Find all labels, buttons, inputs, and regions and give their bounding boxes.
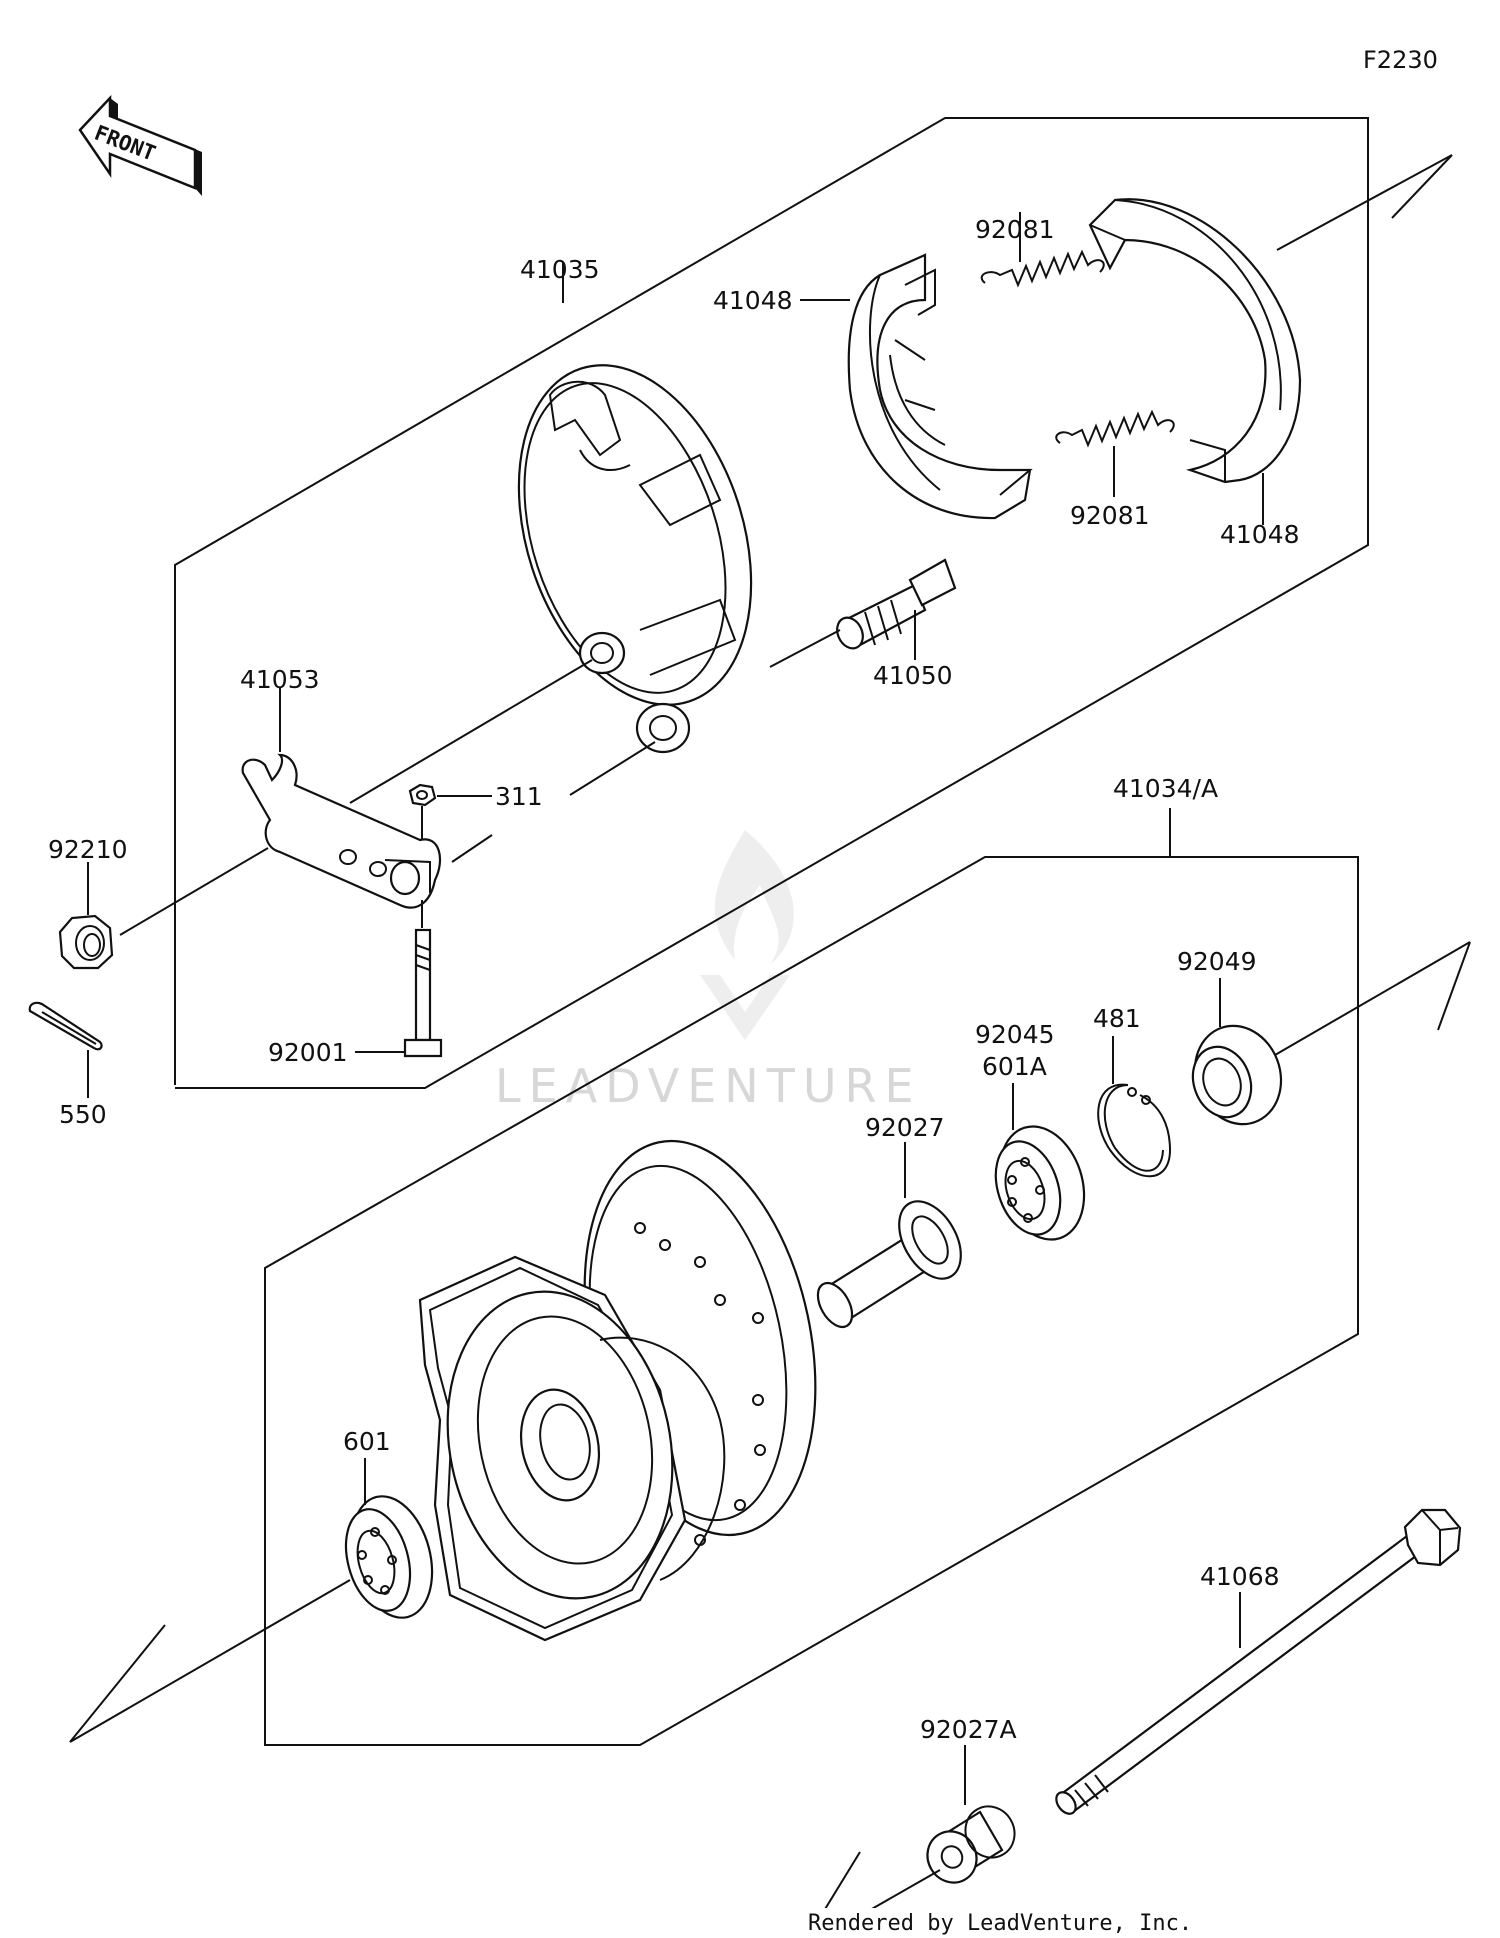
label-311: 311	[495, 782, 543, 811]
label-92001: 92001	[268, 1038, 348, 1067]
assembly-box-41035	[174, 117, 1369, 1089]
label-481: 481	[1093, 1004, 1141, 1033]
label-41048-right: 41048	[1220, 520, 1300, 549]
brake-shoe-left	[847, 253, 1033, 520]
watermark-text: LEADVENTURE	[495, 1059, 922, 1113]
spring-bottom	[1055, 409, 1175, 448]
circlip-481	[1097, 1083, 1172, 1178]
nut-311	[408, 783, 437, 807]
cotter-pin-550	[28, 1001, 103, 1051]
label-92081-bottom: 92081	[1070, 501, 1150, 530]
brake-shoe-right	[1088, 198, 1302, 484]
label-41035: 41035	[520, 255, 600, 284]
label-41050: 41050	[873, 661, 953, 690]
label-550: 550	[59, 1100, 107, 1129]
credit-text: Rendered by LeadVenture, Inc.	[808, 1911, 1192, 1936]
label-601: 601	[343, 1427, 391, 1456]
brake-camshaft	[836, 558, 957, 650]
label-41068: 41068	[1200, 1562, 1280, 1591]
spring-top	[980, 249, 1105, 288]
assembly-box-41034A	[264, 856, 1359, 1746]
label-601A: 601A	[982, 1052, 1047, 1081]
brake-panel	[517, 364, 753, 754]
label-41034A: 41034/A	[1113, 774, 1218, 803]
wheel-hub	[418, 1139, 817, 1642]
brake-lever	[241, 753, 442, 909]
bearing-92045	[994, 1125, 1086, 1241]
label-92027A: 92027A	[920, 1715, 1017, 1744]
spacer-92027	[816, 1200, 962, 1329]
label-41053: 41053	[240, 665, 320, 694]
bearing-601	[344, 1495, 434, 1619]
label-92027: 92027	[865, 1113, 945, 1142]
front-arrow-icon: FRONT	[78, 94, 202, 196]
label-92045: 92045	[975, 1020, 1055, 1049]
axle-41068	[1055, 1508, 1462, 1815]
label-41048-left: 41048	[713, 286, 793, 315]
diagram-code: F2230	[1363, 46, 1438, 74]
bolt-92001	[403, 928, 443, 1058]
collar-92027A	[926, 1805, 1016, 1884]
label-92049: 92049	[1177, 947, 1257, 976]
label-92210: 92210	[48, 835, 128, 864]
oil-seal-92049	[1191, 1024, 1283, 1126]
label-92081-top: 92081	[975, 215, 1055, 244]
watermark-logo	[700, 830, 794, 1040]
axle-nut-92210	[58, 914, 114, 970]
